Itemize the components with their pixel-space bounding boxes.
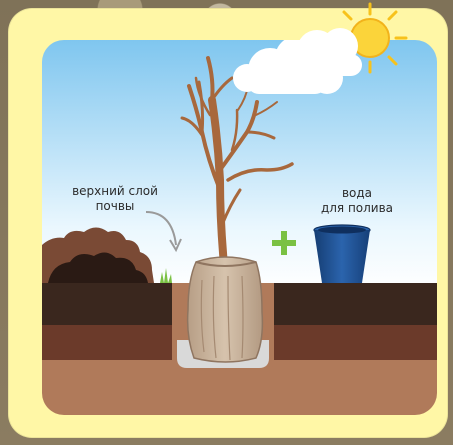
soil-top-left <box>42 283 172 325</box>
planting-scene <box>42 40 437 415</box>
cloud-front <box>272 22 372 82</box>
soil-top-right <box>274 283 437 325</box>
topsoil-label: верхний слой почвы <box>40 184 190 214</box>
water-label: вода для полива <box>292 186 422 216</box>
scene-svg <box>42 40 437 415</box>
soil-middle-left <box>42 325 172 360</box>
root-ball-bag <box>188 257 263 362</box>
soil-middle-right <box>274 325 437 360</box>
bucket-icon <box>314 225 370 283</box>
